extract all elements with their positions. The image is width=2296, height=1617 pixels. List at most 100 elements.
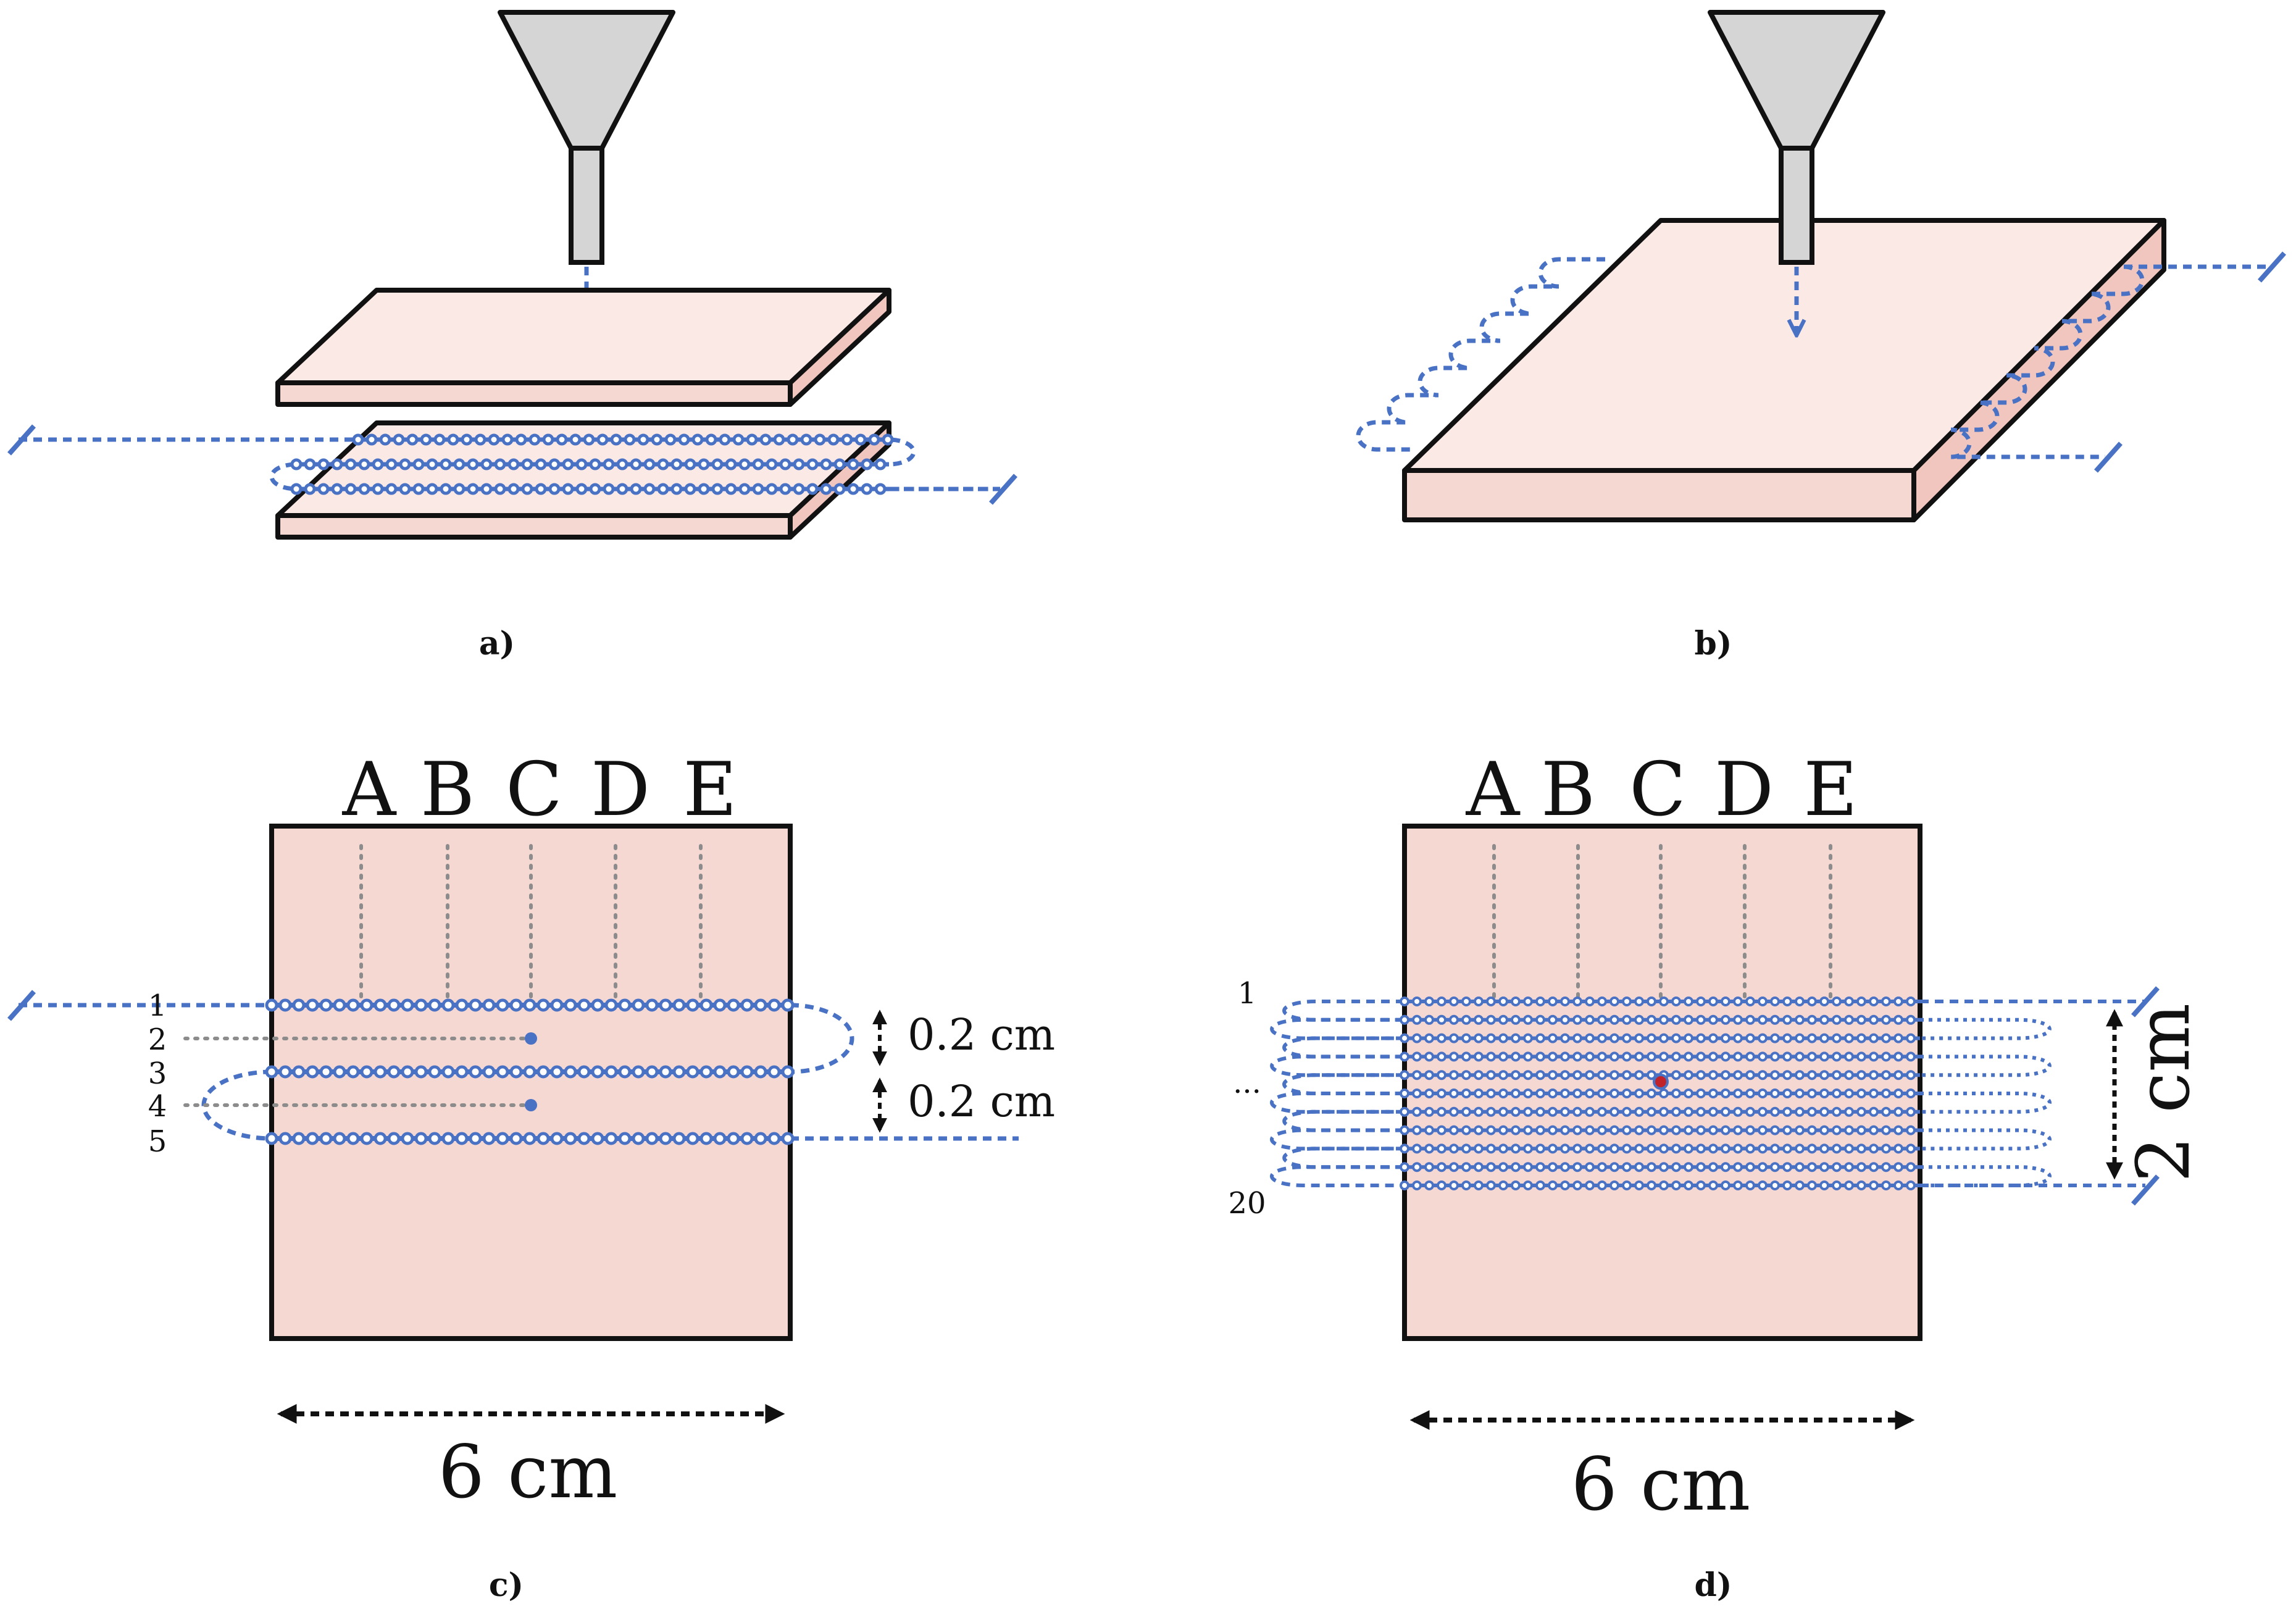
fiber-d-bead (1585, 1106, 1595, 1117)
fiber-d-bead (1412, 1033, 1422, 1043)
fiber-c-bead (482, 1065, 496, 1079)
fiber-d-bead (1832, 1051, 1842, 1062)
fiber-a-bead (344, 483, 357, 495)
fiber-d-bead (1461, 997, 1471, 1006)
fiber-a-bead (787, 433, 799, 446)
fiber-c-bead (618, 1132, 632, 1145)
fiber-c-bead (482, 998, 496, 1012)
fiber-d-bead (1733, 997, 1743, 1006)
fiber-d-bead (1795, 1106, 1805, 1117)
fiber-c-bead (278, 1132, 292, 1145)
fiber-beads-d (1400, 997, 1920, 1190)
fiber-d-bead (1424, 1162, 1434, 1172)
fiber-d-bead (1535, 1125, 1545, 1135)
fiber-d-bead (1622, 1014, 1632, 1025)
fiber-d-bead (1659, 1051, 1669, 1062)
fiber-d-bead (1807, 1180, 1817, 1190)
fiber-d-bead (1832, 1014, 1842, 1025)
fiber-a-bead (684, 458, 696, 470)
fiber-d-bead (1498, 1106, 1508, 1117)
fiber-d-bead (1671, 1014, 1681, 1025)
fiber-d-bead (1844, 1106, 1854, 1117)
break-mark-icon (2131, 1174, 2160, 1206)
funnel-nozzle-icon (1708, 10, 1885, 265)
fiber-d-bead (1511, 997, 1521, 1006)
fiber-d-bead (1474, 1180, 1484, 1190)
fiber-d-bead (1721, 1125, 1730, 1135)
fiber-d-bead (1659, 1180, 1669, 1190)
fiber-c-bead (292, 1065, 306, 1079)
fiber-d-bead (1523, 1180, 1533, 1190)
column-label: A (342, 747, 397, 833)
fiber-c-bead (374, 998, 387, 1012)
fiber-d-bead (1400, 1106, 1409, 1117)
fiber-d-bead (1486, 1070, 1496, 1080)
fiber-d-bead (1437, 1180, 1446, 1190)
fiber-c-bead (509, 1065, 523, 1079)
fiber-c-bead (333, 1065, 346, 1079)
fiber-d-bead (1523, 1162, 1533, 1172)
fiber-c-bead (278, 998, 292, 1012)
fiber-c-bead (306, 1065, 319, 1079)
fiber-d-bead (1634, 1106, 1644, 1117)
fiber-d-bead (1412, 1180, 1422, 1190)
fiber-d-bead (1869, 1033, 1879, 1043)
fiber-d-bead (1733, 1070, 1743, 1080)
fiber-a-bead (304, 458, 316, 470)
fiber-d-bead (1400, 1180, 1409, 1190)
fiber-d-bead (1634, 1162, 1644, 1172)
fiber-a-bead (344, 458, 357, 470)
fiber-a-bead (684, 483, 696, 495)
fiber-d-bead (1609, 1162, 1619, 1172)
fiber-d-bead (1659, 1106, 1669, 1117)
fiber-d-bead (1449, 1180, 1459, 1190)
fiber-d-bead (1770, 1051, 1780, 1062)
fiber-d-bead (1609, 1106, 1619, 1117)
fiber-d-bead (1733, 1051, 1743, 1062)
fiber-d-bead (1721, 1106, 1730, 1117)
fiber-d-bead (1461, 1106, 1471, 1117)
fiber-a-bead (725, 483, 737, 495)
fiber-d-bead (1486, 997, 1496, 1006)
fiber-loop (1920, 1055, 2052, 1077)
fiber-d-bead (1622, 1033, 1632, 1043)
fiber-d-bead (1424, 1088, 1434, 1098)
fiber-c-bead (469, 1132, 482, 1145)
fiber-d-bead (1684, 1033, 1693, 1043)
funnel-nozzle-icon (498, 10, 675, 265)
fiber-d-bead (1758, 1051, 1768, 1062)
fiber-loop (1920, 1165, 2052, 1187)
fiber-d-bead (1696, 1162, 1706, 1172)
fiber-d-bead (1782, 1125, 1792, 1135)
fiber-d-bead (1609, 1125, 1619, 1135)
fiber-d-bead (1708, 997, 1718, 1006)
fiber-loop (1270, 1092, 1405, 1114)
fiber-d-bead (1659, 1033, 1669, 1043)
row-label: 5 (148, 1124, 167, 1159)
fiber-d-bead (1486, 1180, 1496, 1190)
fiber-d-bead (1893, 1162, 1903, 1172)
fiber-a-bead (603, 458, 615, 470)
fiber-d-bead (1721, 1070, 1730, 1080)
fiber-d-bead (1881, 1014, 1891, 1025)
fiber-d-bead (1708, 1180, 1718, 1190)
fiber-d-bead (1400, 1051, 1409, 1062)
fiber-a-bead (569, 433, 582, 446)
fiber-d-bead (1486, 1033, 1496, 1043)
fiber-d-bead (1647, 1162, 1656, 1172)
fiber-c-bead (577, 998, 591, 1012)
fiber-d-bead (1770, 1014, 1780, 1025)
fiber-d-bead (1758, 1125, 1768, 1135)
fiber-a-bead (317, 483, 330, 495)
fiber-d-bead (1906, 1125, 1916, 1135)
fiber-d-bead (1745, 1180, 1755, 1190)
fiber-a-bead (528, 433, 541, 446)
fiber-c-bead (346, 998, 360, 1012)
fiber-d-bead (1511, 1051, 1521, 1062)
fiber-d-bead (1671, 1051, 1681, 1062)
fiber-d-bead (1511, 1143, 1521, 1154)
fiber-d-bead (1572, 1070, 1582, 1080)
fiber-d-bead (1721, 1143, 1730, 1154)
fiber-a-bead (624, 433, 636, 446)
fiber-d-bead (1684, 997, 1693, 1006)
